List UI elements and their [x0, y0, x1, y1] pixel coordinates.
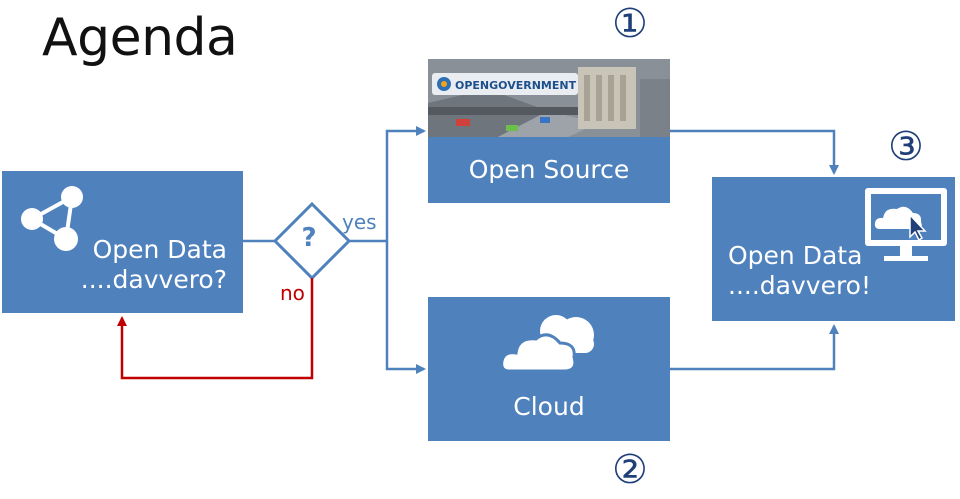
start-node: Open Data ....davvero? [2, 171, 243, 313]
step-number-1: ① [612, 1, 648, 47]
yes-label: yes [342, 210, 377, 234]
cloud-label: Cloud [513, 392, 585, 421]
open-source-label: Open Source [468, 155, 630, 184]
no-label: no [280, 281, 305, 305]
page-title: Agenda [42, 8, 238, 68]
open-source-node: OPENGOVERNMENT Open Source [428, 59, 670, 203]
end-node-line2: ....davvero! [728, 271, 871, 300]
cloud-node: Cloud [428, 297, 670, 441]
connector-no-branch [117, 278, 314, 380]
end-node: Open Data ....davvero! [712, 177, 955, 321]
step-number-3: ③ [888, 124, 924, 170]
share-network-icon [21, 186, 83, 251]
connector-cloud-to-end [670, 324, 839, 371]
step-number-2: ② [612, 447, 648, 493]
monitor-cloud-icon [865, 188, 947, 261]
end-node-line1: Open Data [728, 241, 863, 270]
opengovernment-banner-image: OPENGOVERNMENT [428, 59, 670, 137]
connector-to-open-source [385, 126, 426, 241]
decision-symbol: ? [301, 223, 317, 253]
start-node-line1: Open Data [92, 235, 227, 264]
connector-to-cloud [385, 241, 426, 374]
banner-text: OPENGOVERNMENT [455, 79, 577, 92]
start-node-line2: ....davvero? [80, 265, 227, 294]
cloud-icon [500, 315, 594, 373]
connector-open-source-to-end [670, 129, 839, 175]
